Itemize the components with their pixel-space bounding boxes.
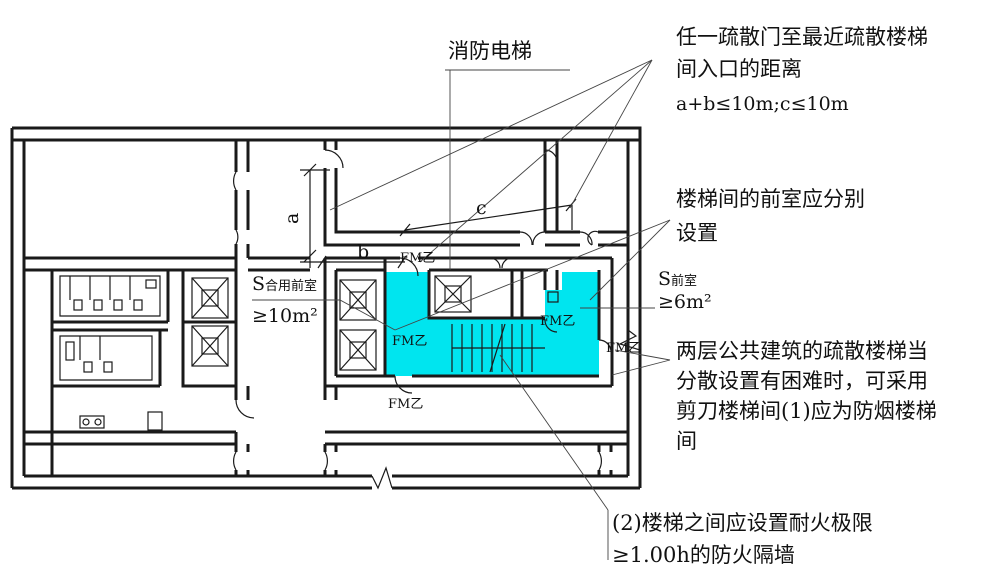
leader-lines [252,59,671,560]
label-fm-right-room: FM乙 [540,314,575,329]
label-fm-mid: FM乙 [392,334,427,349]
label-wall-1: (2)楼梯之间应设置耐火极限 [612,511,873,535]
label-distance-formula: a+b≤10m;c≤10m [676,93,849,115]
stair-connector-fill [545,290,565,322]
highlight-areas [385,272,599,376]
combined-anteroom-fill [385,272,429,376]
lower-rooms [24,386,628,476]
label-fm-top: FM乙 [400,251,435,266]
label-s-front: S前室 [658,268,697,290]
stair-corridor-fill [429,318,599,376]
label-scissor-4: 间 [676,429,697,453]
building-walls [10,126,642,490]
label-anteroom-2: 设置 [676,221,718,245]
label-s-combined-value: ≥10m² [252,305,318,327]
label-scissor-2: 分散设置有困难时，可采用 [676,369,928,393]
label-fm-right: FM乙 [606,341,641,356]
door-swings-upper [232,149,599,246]
label-anteroom-1: 楼梯间的前室应分别 [676,187,865,211]
annotation-labels: 消防电梯 任一疏散门至最近疏散楼梯 间入口的距离 a+b≤10m;c≤10m 楼… [252,25,937,567]
label-wall-2: ≥1.00h的防火隔墙 [612,543,795,567]
dim-label-c: c [476,197,487,219]
label-fm-bottom: FM乙 [388,397,423,412]
label-distance-title-2: 间入口的距离 [676,57,802,81]
dim-label-a: a [281,213,303,224]
label-scissor-3: 剪刀楼梯间(1)应为防烟楼梯 [676,399,937,423]
toilet-block [50,270,170,476]
upper-rooms [24,140,628,272]
label-scissor-1: 两层公共建筑的疏散楼梯当 [676,339,928,363]
label-s-combined: S合用前室 [252,273,317,295]
label-s-front-value: ≥6m² [658,291,712,313]
dim-label-b: b [357,241,369,263]
label-distance-title-1: 任一疏散门至最近疏散楼梯 [676,25,928,49]
dimension-lines [300,163,577,269]
passenger-elevators [181,270,238,388]
break-symbol-right [618,329,641,351]
label-fire-elevator: 消防电梯 [448,39,532,63]
